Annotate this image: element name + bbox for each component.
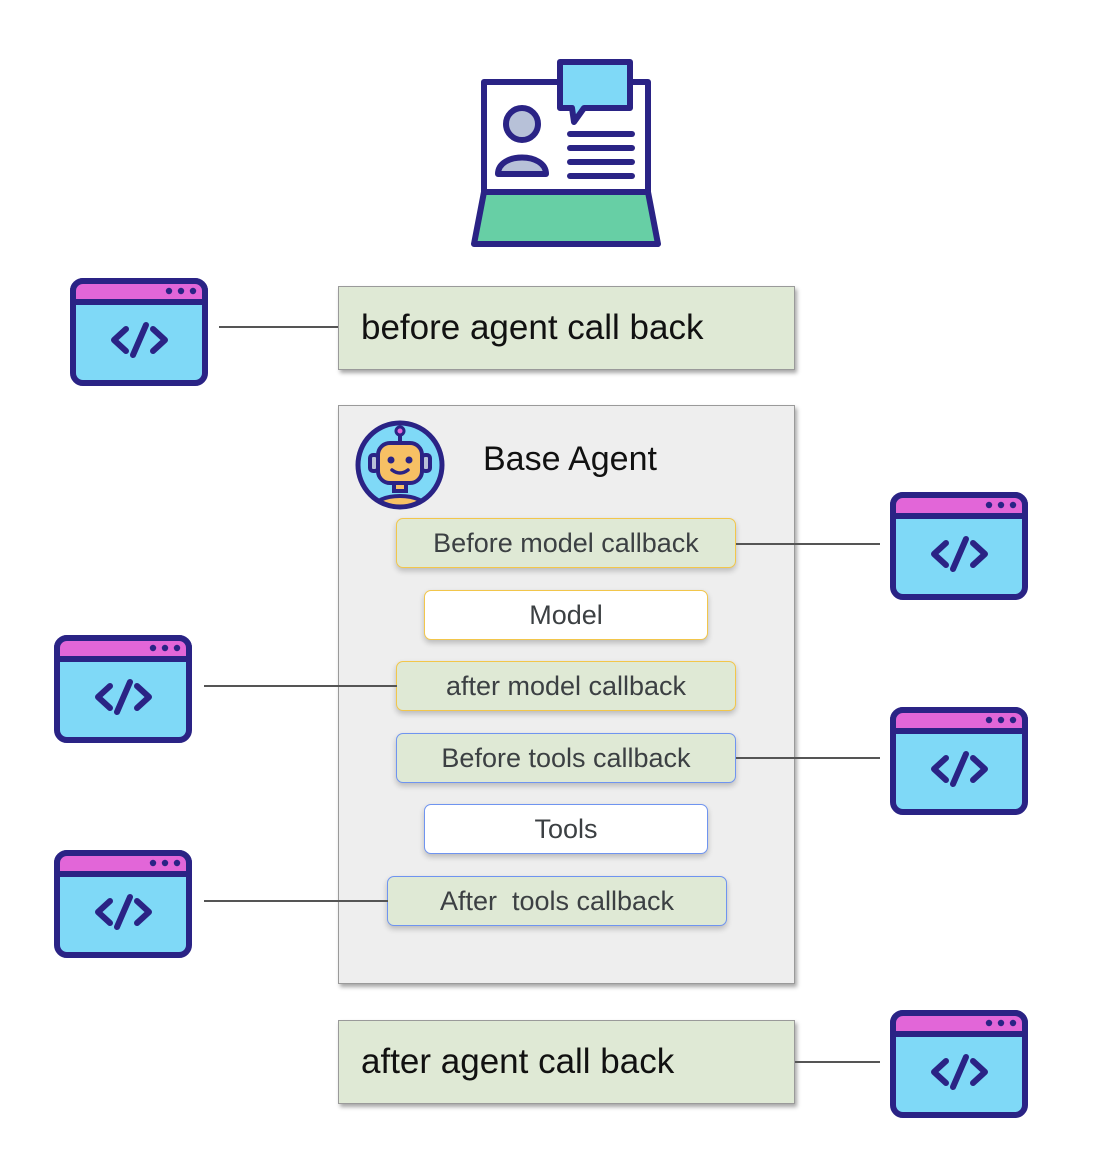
step-label: Before model callback [433, 527, 699, 558]
code-window-icon [54, 850, 192, 958]
base-agent-title: Base Agent [483, 440, 657, 478]
connector-line [736, 543, 880, 545]
model-step: Model [424, 590, 708, 640]
code-window-icon [70, 278, 208, 386]
before-agent-callback-box: before agent call back [338, 286, 795, 370]
after-tools-callback-step: After tools callback [387, 876, 727, 926]
step-label: After tools callback [439, 885, 675, 916]
before-model-callback-step: Before model callback [396, 518, 736, 568]
code-window-icon [54, 635, 192, 743]
connector-line [204, 685, 397, 687]
robot-avatar-icon [354, 419, 446, 516]
after-model-callback-step: after model callback [396, 661, 736, 711]
connector-line [736, 757, 880, 759]
code-window-icon [890, 492, 1028, 600]
step-label: after model callback [445, 670, 687, 701]
code-window-icon [890, 1010, 1028, 1118]
before-agent-callback-label: before agent call back [361, 308, 704, 347]
connector-line [219, 326, 339, 328]
step-label: Model [529, 599, 603, 630]
after-agent-callback-label: after agent call back [361, 1042, 675, 1081]
code-window-icon [890, 707, 1028, 815]
before-tools-callback-step: Before tools callback [396, 733, 736, 783]
step-label: Tools [534, 813, 598, 844]
connector-line [204, 900, 388, 902]
after-agent-callback-box: after agent call back [338, 1020, 795, 1104]
tools-step: Tools [424, 804, 708, 854]
step-label: Before tools callback [441, 742, 691, 773]
connector-line [795, 1061, 880, 1063]
laptop-user-chat-icon [470, 56, 662, 253]
